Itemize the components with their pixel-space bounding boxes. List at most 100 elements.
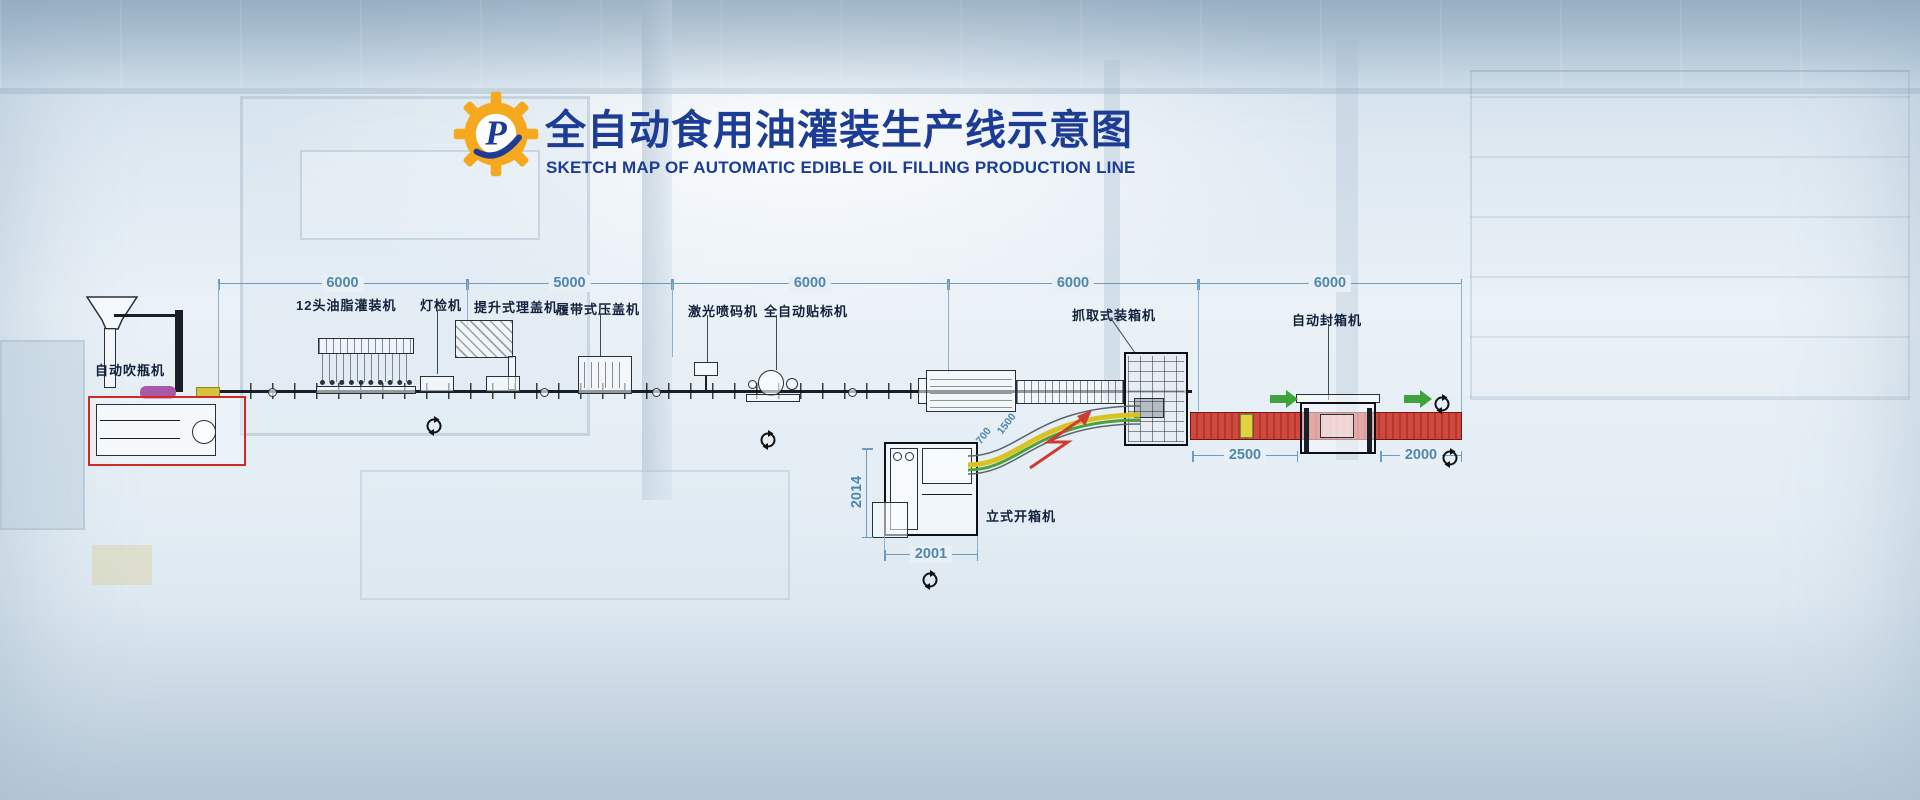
extension-line <box>672 283 673 357</box>
preform-block-purple <box>140 386 176 399</box>
dimension-value: 2000 <box>1399 447 1443 464</box>
curve-conveyor-graphic <box>967 405 1141 475</box>
background-left-equipment <box>0 340 85 530</box>
extension-line <box>977 536 978 554</box>
extension-line <box>884 536 885 554</box>
track-capper-belts <box>584 362 626 388</box>
background-storage-rack <box>1470 70 1910 400</box>
extension-line <box>467 283 468 325</box>
case-sealer-leg <box>1304 408 1309 452</box>
rotation-icon <box>1434 394 1450 414</box>
dimension-value: 2500 <box>1223 447 1267 464</box>
blower-feed-stem <box>104 328 116 388</box>
filler-heads <box>322 354 410 382</box>
background-roof-beam <box>0 88 1920 94</box>
blower-drum <box>192 420 216 444</box>
label-light-inspector: 灯检机 <box>420 298 463 313</box>
extension-line <box>1198 283 1199 411</box>
blower-inner-line <box>100 438 180 439</box>
label-case-opener: 立式开箱机 <box>986 509 1057 524</box>
rotation-icon <box>426 416 442 436</box>
conveyor-wheel <box>540 388 549 397</box>
dimension-value: 2001 <box>909 546 953 563</box>
conveyor-wheel <box>268 388 277 397</box>
conveyor-wheel <box>848 388 857 397</box>
case-opener-roller <box>893 452 902 461</box>
case-sealer-head <box>1320 414 1354 438</box>
dimension-segment-5: 6000 <box>1198 275 1462 292</box>
labeler-roller <box>786 378 798 390</box>
hopper-icon <box>86 296 138 330</box>
logo-letter: P <box>484 114 507 153</box>
filler-base <box>316 386 416 394</box>
filler-nozzles <box>320 380 412 385</box>
case-opener-subunit <box>872 502 908 538</box>
accumulation-side-tab <box>918 378 927 404</box>
background-column-left <box>642 0 672 500</box>
labeler-roller <box>748 380 757 389</box>
leader-line <box>776 315 777 370</box>
blower-mast <box>175 310 183 392</box>
blower-feed-arm <box>114 314 178 317</box>
labeler-base <box>746 394 800 402</box>
extension-line <box>1461 283 1462 413</box>
extension-line <box>948 283 949 373</box>
label-track-capper: 履带式压盖机 <box>556 302 641 317</box>
arrow-right-icon <box>1270 390 1298 408</box>
case-opener-roller <box>905 452 914 461</box>
light-inspector-body <box>420 376 454 392</box>
case-opener-shelf <box>922 494 972 495</box>
label-case-sealer: 自动封箱机 <box>1292 313 1363 328</box>
label-bottle-blower: 自动吹瓶机 <box>95 363 166 378</box>
case-opener-magazine <box>922 448 972 484</box>
laser-coder-head <box>694 362 718 376</box>
cap-sorter-base <box>486 376 520 392</box>
gear-logo-icon: P <box>453 91 539 177</box>
page-subtitle: SKETCH MAP OF AUTOMATIC EDIBLE OIL FILLI… <box>546 158 1136 177</box>
rotation-icon <box>1442 448 1458 468</box>
dimension-segment-4: 6000 <box>948 275 1198 292</box>
blower-inner-line <box>100 420 180 421</box>
rotation-icon <box>922 570 938 590</box>
dimension-sealer-conveyor: 2000 <box>1380 447 1462 464</box>
background-floor-conveyor <box>360 470 790 600</box>
dimension-segment-3: 6000 <box>672 275 948 292</box>
dimension-value: 6000 <box>1308 275 1352 292</box>
leader-line <box>707 315 708 362</box>
arrow-right-icon <box>1404 390 1432 408</box>
dimension-value: 6000 <box>788 275 832 292</box>
page-title: 全自动食用油灌装生产线示意图 <box>545 107 1133 153</box>
case-sealer-leg <box>1367 408 1372 452</box>
laser-coder-stand <box>705 376 707 390</box>
extension-line <box>218 283 219 387</box>
dimension-value: 6000 <box>1051 275 1095 292</box>
leader-line <box>600 313 601 356</box>
conveyor-wheel <box>652 388 661 397</box>
dimension-packer-conveyor: 2500 <box>1192 447 1298 464</box>
dimension-value: 2014 <box>849 475 865 509</box>
accumulation-rollers <box>930 374 1012 408</box>
label-filling-machine: 12头油脂灌装机 <box>296 298 397 313</box>
labeler-turret <box>758 370 784 396</box>
dimension-opener-depth <box>862 448 873 538</box>
leader-line <box>437 310 438 374</box>
rotation-icon <box>760 430 776 450</box>
roller-conveyor <box>1016 380 1124 404</box>
background-floor-band <box>0 600 1920 800</box>
dimension-opener-width: 2001 <box>884 546 978 563</box>
background-ceiling-band <box>0 0 1920 88</box>
label-auto-labeler: 全自动贴标机 <box>764 304 849 319</box>
dimension-segment-2: 5000 <box>467 275 672 292</box>
label-case-packer: 抓取式装箱机 <box>1072 308 1157 323</box>
label-laser-coder: 激光喷码机 <box>688 304 759 319</box>
case-packer-gripper <box>1134 398 1164 418</box>
background-yellow-pallet <box>92 545 152 585</box>
label-cap-sorter: 提升式理盖机 <box>474 300 559 315</box>
dimension-segment-1: 6000 <box>218 275 467 292</box>
leader-line <box>1328 324 1329 400</box>
dimension-value: 6000 <box>321 275 364 292</box>
case-on-conveyor <box>1240 414 1253 438</box>
dimension-value: 5000 <box>548 275 591 292</box>
cap-sorter-hopper <box>455 320 513 358</box>
